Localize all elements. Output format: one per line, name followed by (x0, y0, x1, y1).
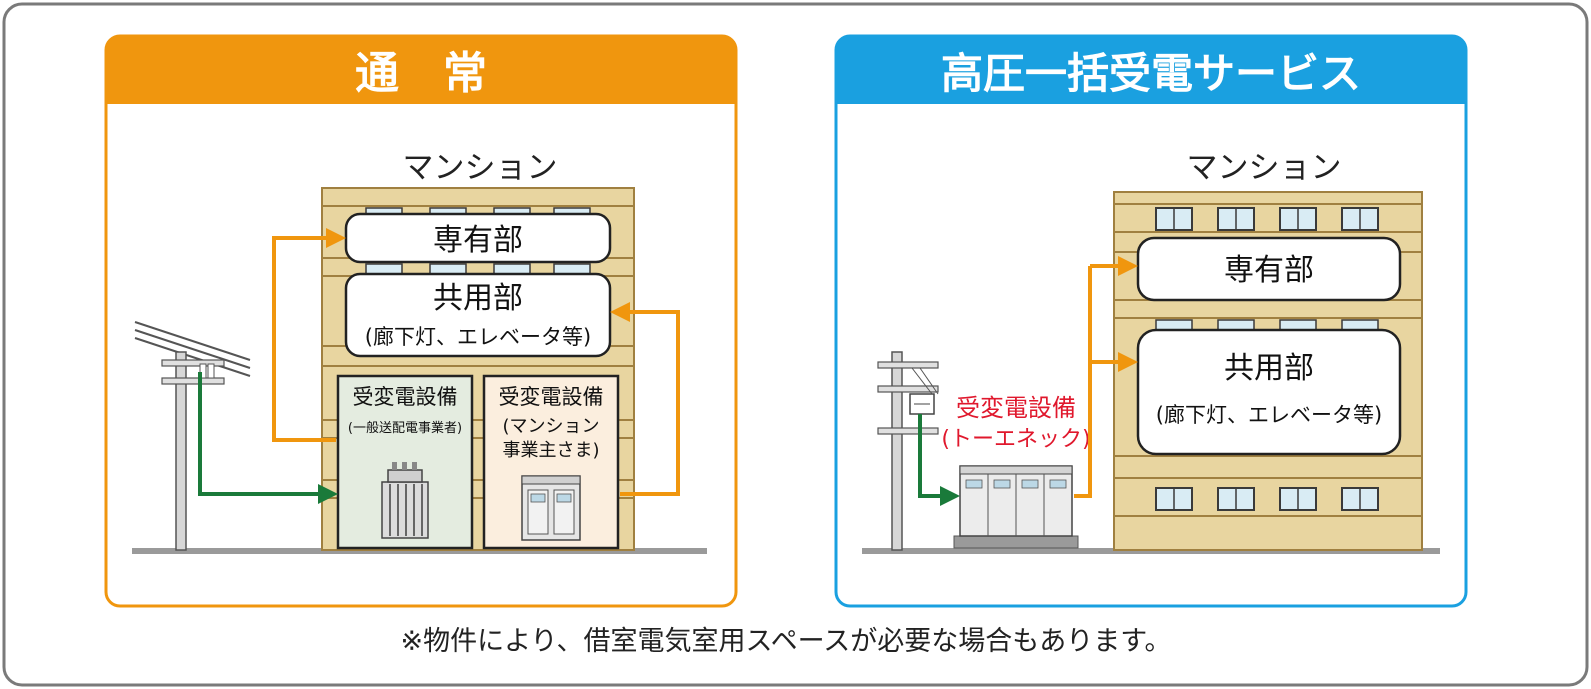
normal-power-line-arrow (198, 372, 338, 504)
normal-private-area-box (344, 212, 612, 264)
service-substation-label: 受変電設備 (956, 394, 1076, 422)
normal-panel-title: 通 常 (355, 48, 487, 99)
normal-utility-to-private-arrow (272, 228, 346, 442)
service-utility-pole (877, 351, 939, 551)
normal-owner-substation-note-2: 事業主さま) (502, 440, 599, 461)
normal-common-area-note: (廊下灯、エレベータ等) (365, 325, 591, 349)
normal-utility-substation-label: 受変電設備 (353, 385, 458, 409)
footnote: ※物件により、借室電気室用スペースが必要な場合もあります。 (400, 626, 1171, 657)
service-common-area-note: (廊下灯、エレベータ等) (1156, 403, 1382, 427)
normal-building-label: マンション (403, 150, 558, 186)
cubicle-substation-icon (953, 465, 1079, 549)
normal-owner-substation-label: 受変電設備 (499, 385, 604, 409)
normal-owner-to-common-arrow (610, 302, 680, 496)
service-panel-title: 高圧一括受電サービス (941, 49, 1361, 98)
service-private-area-label: 専有部 (1224, 253, 1314, 288)
service-panel: 高圧一括受電サービス マンション 受変電設備 (トーエネック) (834, 34, 1468, 608)
normal-common-area-label: 共用部 (433, 281, 523, 316)
service-panel-header (836, 36, 1466, 104)
transformer-icon (381, 462, 429, 539)
service-substation-to-building-arrow (1074, 266, 1092, 498)
service-power-line-arrow (918, 414, 960, 506)
service-building-label: マンション (1187, 150, 1342, 186)
normal-private-area-label: 専有部 (433, 223, 523, 258)
service-private-area-box (1136, 236, 1402, 302)
service-common-area-box (1136, 328, 1402, 456)
service-substation-provider: (トーエネック) (941, 427, 1090, 452)
normal-panel-header (106, 36, 736, 104)
normal-panel: 通 常 マンション (104, 34, 738, 608)
normal-owner-substation-note-1: (マンション (502, 416, 599, 437)
switchgear-icon (521, 475, 581, 541)
normal-utility-pole (134, 321, 251, 551)
service-common-area-label: 共用部 (1224, 351, 1314, 386)
normal-utility-substation-note: (一般送配電事業者) (348, 420, 462, 436)
